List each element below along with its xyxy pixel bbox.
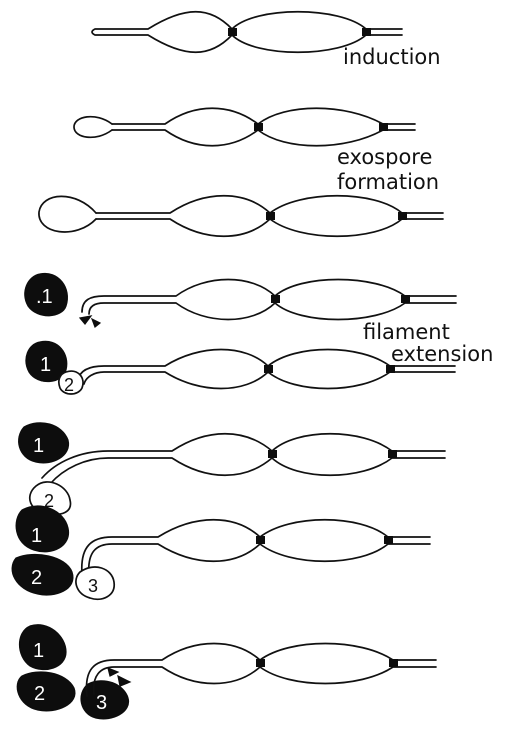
cell-stage-2 — [74, 108, 415, 146]
cell-stage-6: 1 2 — [19, 423, 445, 515]
spore-number: 2 — [34, 683, 45, 705]
septum-node — [362, 28, 371, 36]
septum-node — [254, 123, 263, 131]
spore-number: 3 — [88, 576, 98, 596]
septum-node — [264, 365, 273, 373]
septum-node — [228, 28, 237, 36]
spore-number: 1 — [40, 354, 51, 376]
exospore-bulb — [74, 117, 112, 138]
septum-node — [398, 212, 407, 220]
septum-node — [386, 365, 395, 373]
spore-number: 1 — [31, 525, 42, 547]
cell-outline — [112, 108, 415, 146]
septum-node — [268, 450, 277, 458]
label-formation: formation — [337, 172, 439, 193]
spore-number: 1 — [33, 435, 44, 457]
spore-number: 2 — [31, 567, 42, 589]
septum-node — [256, 536, 265, 544]
spore-number: 1 — [33, 640, 44, 662]
label-filament: filament — [363, 322, 450, 343]
release-arrowhead — [118, 676, 130, 686]
spore-number: 3 — [96, 692, 107, 714]
septum-node — [388, 450, 397, 458]
exospore-released — [17, 672, 75, 711]
cell-outline — [86, 644, 436, 697]
septum-node — [379, 123, 388, 131]
label-exospore: exospore — [337, 147, 432, 168]
cell-outline — [42, 434, 445, 484]
septum-node — [271, 295, 280, 303]
septum-node — [384, 536, 393, 544]
release-arrowhead — [80, 316, 91, 324]
spore-number: 2 — [64, 375, 74, 395]
cell-stage-3 — [39, 196, 443, 237]
release-arrowhead — [92, 319, 100, 327]
release-arrowhead — [108, 668, 118, 676]
label-induction: induction — [343, 47, 441, 68]
septum-node — [401, 295, 410, 303]
cell-stage-4: .1 — [25, 273, 456, 327]
septum-node — [266, 212, 275, 220]
septum-node — [256, 659, 265, 667]
cell-outline — [82, 520, 430, 576]
exospore-bulb — [39, 196, 96, 232]
spore-number: .1 — [36, 286, 53, 308]
septum-node — [389, 659, 398, 667]
cell-stage-8: 1 2 3 — [17, 625, 436, 719]
label-extension: extension — [391, 344, 493, 365]
cell-outline — [82, 280, 456, 320]
exospore-released — [12, 554, 73, 595]
cell-stage-7: 1 2 3 — [12, 506, 430, 599]
